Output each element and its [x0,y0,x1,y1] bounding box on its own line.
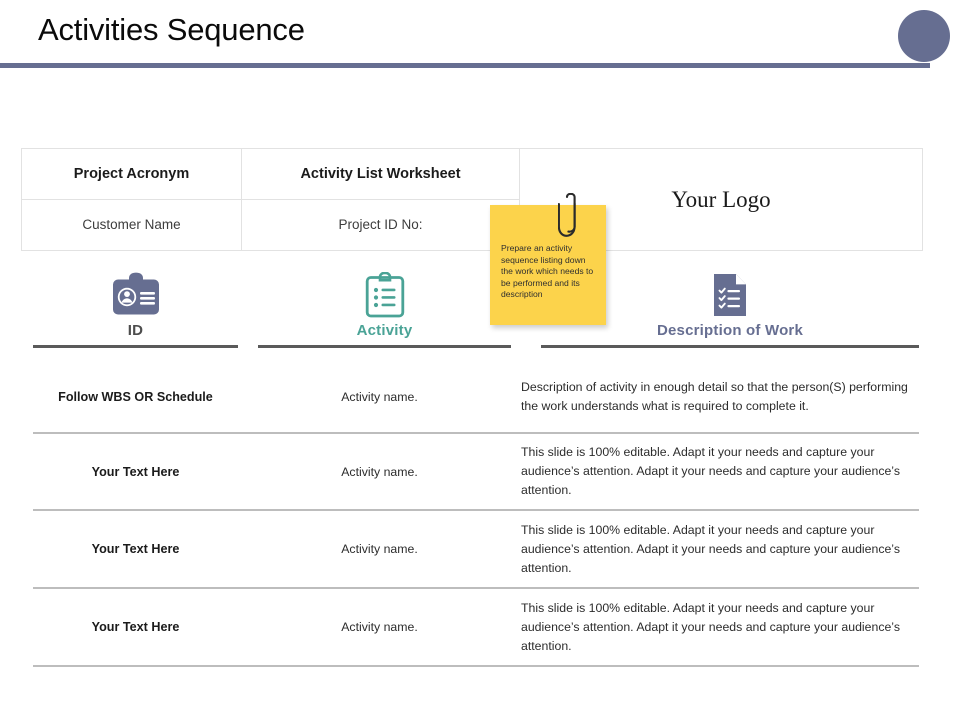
project-info-table: Project Acronym Activity List Worksheet … [21,148,923,251]
header-divider [0,63,930,68]
activity-list-worksheet-cell[interactable]: Activity List Worksheet [241,148,520,200]
row-description-cell: This slide is 100% editable. Adapt it yo… [521,522,900,575]
column-label-id: ID [127,322,144,339]
project-id-cell[interactable]: Project ID No: [241,199,520,251]
project-acronym-cell[interactable]: Project Acronym [21,148,242,200]
table-row[interactable]: Your Text Here Activity name. This slide… [33,589,919,667]
column-header-id: ID [33,272,238,348]
paperclip-icon [558,193,576,237]
row-id-cell: Follow WBS OR Schedule [58,390,213,404]
sticky-note-text: Prepare an activity sequence listing dow… [501,243,594,300]
page-title: Activities Sequence [38,12,305,47]
row-activity-cell: Activity name. [341,620,418,634]
row-id-cell: Your Text Here [91,542,180,556]
logo-placeholder-label: Your Logo [671,186,771,212]
column-underline-id [33,345,238,348]
column-label-description: Description of Work [656,322,804,339]
table-row[interactable]: Your Text Here Activity name. This slide… [33,511,919,589]
row-id-cell: Your Text Here [91,620,180,634]
header-accent-circle [898,10,950,62]
row-id-cell: Your Text Here [91,464,180,479]
id-badge-icon [112,272,159,315]
clipboard-checklist-icon [365,272,404,318]
column-underline-description [541,345,919,348]
row-description-cell: This slide is 100% editable. Adapt it yo… [521,600,900,653]
activities-rows: Follow WBS OR Schedule Activity name. De… [0,362,960,667]
sticky-note[interactable]: Prepare an activity sequence listing dow… [490,205,606,325]
column-headers: ID Activity Description of Work [0,272,960,354]
customer-name-cell[interactable]: Customer Name [21,199,242,251]
column-underline-activity [258,345,511,348]
row-activity-cell: Activity name. [341,464,418,479]
column-header-activity: Activity [258,272,511,348]
slide-header: Activities Sequence [0,0,960,72]
project-id-label: Project ID No: [338,217,423,232]
activity-list-worksheet-label: Activity List Worksheet [300,166,461,182]
document-checklist-icon [714,274,746,316]
column-header-description: Description of Work [541,272,919,348]
row-activity-cell: Activity name. [341,390,418,404]
customer-name-label: Customer Name [82,217,181,232]
project-acronym-label: Project Acronym [73,166,190,182]
info-table-row-2: Customer Name Project ID No: [21,199,923,251]
table-row[interactable]: Follow WBS OR Schedule Activity name. De… [33,362,919,434]
row-description-cell: Description of activity in enough detail… [521,380,908,413]
row-description-cell: This slide is 100% editable. Adapt it yo… [521,445,900,497]
column-label-activity: Activity [356,322,413,339]
info-table-row-1: Project Acronym Activity List Worksheet … [21,148,923,251]
table-row[interactable]: Your Text Here Activity name. This slide… [33,434,919,511]
row-activity-cell: Activity name. [341,542,418,556]
